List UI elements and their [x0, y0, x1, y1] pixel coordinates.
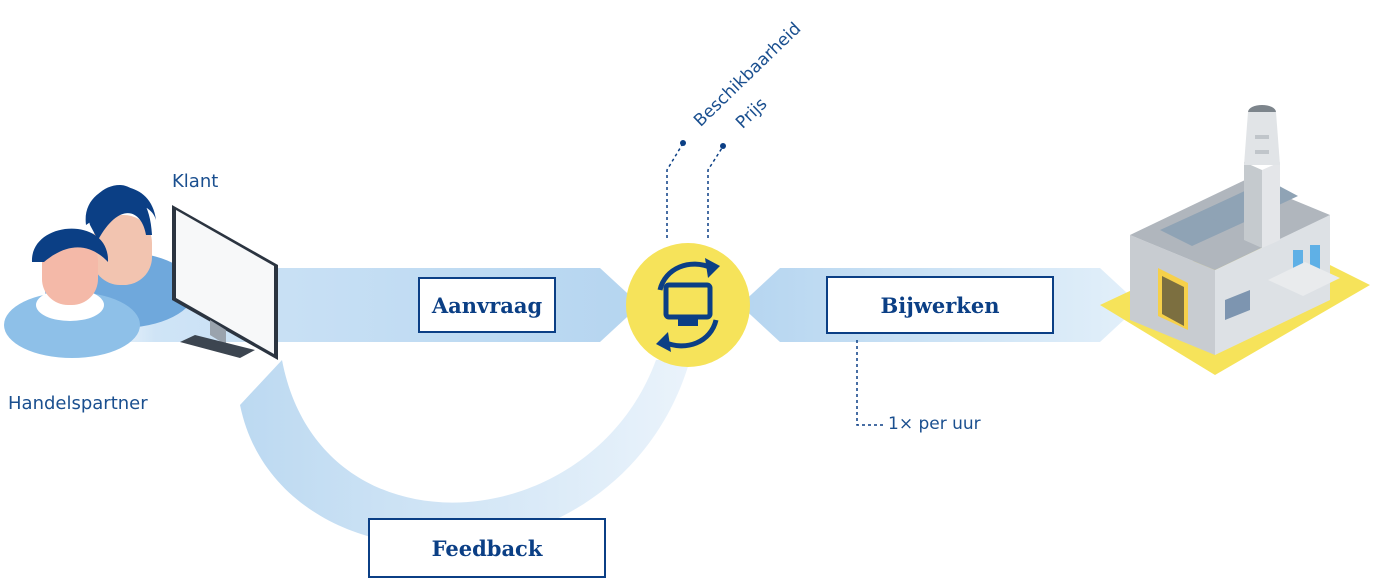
feedback-arc: [240, 360, 690, 547]
step-aanvraag: Aanvraag: [418, 277, 556, 333]
price-callout-line: [707, 143, 726, 238]
frequency-callout-line: [856, 340, 885, 426]
people-icon: [4, 185, 195, 358]
step-bijwerken: Bijwerken: [826, 276, 1054, 334]
sync-hub: [626, 243, 750, 367]
availability-callout-line: [666, 140, 686, 238]
label-frequency: 1× per uur: [888, 414, 981, 434]
monitor-icon: [172, 205, 278, 360]
label-handelspartner: Handelspartner: [8, 393, 148, 414]
step-feedback: Feedback: [368, 518, 606, 578]
factory-icon: [1100, 105, 1370, 375]
label-klant: Klant: [172, 171, 219, 192]
